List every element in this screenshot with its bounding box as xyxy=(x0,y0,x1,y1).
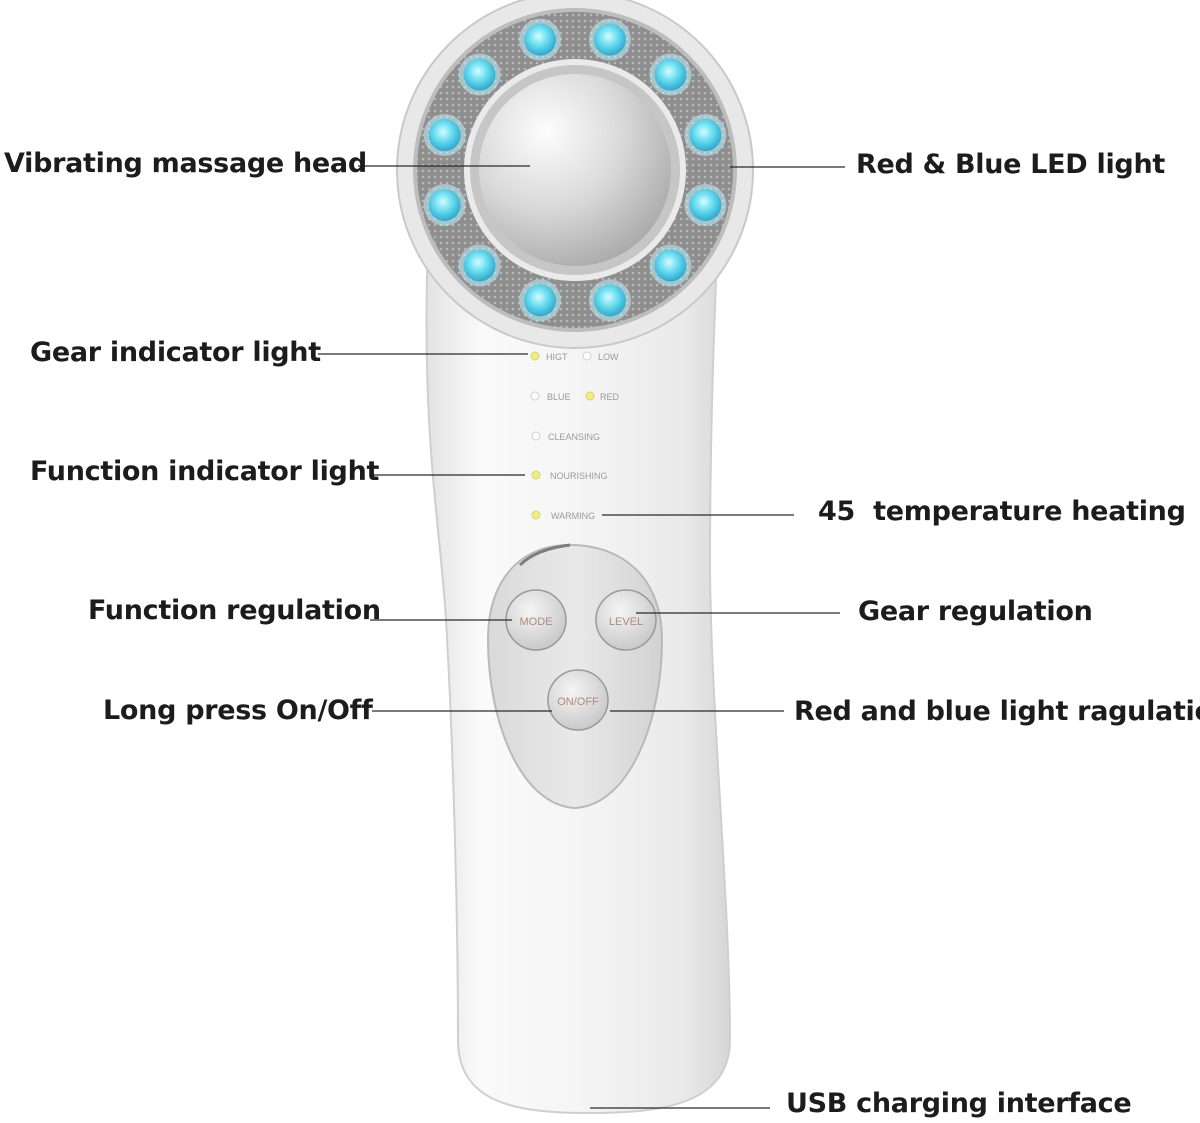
led-light xyxy=(593,284,626,317)
indicator-label-low: LOW xyxy=(598,352,619,362)
indicator-label-nourishing: NOURISHING xyxy=(550,471,608,481)
callout-long-press: Long press On/Off xyxy=(103,695,373,726)
led-light xyxy=(689,119,722,152)
led-light xyxy=(463,249,496,282)
callout-red-blue-regulation: Red and blue light ragulation xyxy=(794,696,1200,727)
led-light xyxy=(428,119,461,152)
callout-vibrating-head: Vibrating massage head xyxy=(4,148,367,179)
onoff-button-label: ON/OFF xyxy=(557,696,599,708)
indicator-label-blue: BLUE xyxy=(547,392,571,402)
callout-gear-indicator: Gear indicator light xyxy=(30,337,321,368)
level-button-label: LEVEL xyxy=(609,616,643,628)
led-light xyxy=(524,23,557,56)
callout-led-light: Red & Blue LED light xyxy=(856,149,1165,180)
led-light xyxy=(593,23,626,56)
indicator-dot-nourishing xyxy=(531,470,541,480)
callout-temperature: 45 temperature heating xyxy=(818,496,1186,527)
callout-function-regulation: Function regulation xyxy=(88,595,381,626)
led-light xyxy=(428,188,461,221)
led-light xyxy=(689,188,722,221)
indicator-dot-red xyxy=(585,391,595,401)
indicator-label-cleansing: CLEANSING xyxy=(548,432,600,442)
callout-gear-regulation: Gear regulation xyxy=(858,596,1093,627)
leader-lines xyxy=(318,165,845,1109)
indicator-dot-low xyxy=(582,351,592,361)
indicator-dot-blue xyxy=(530,391,540,401)
led-light xyxy=(463,58,496,91)
led-light xyxy=(524,284,557,317)
indicator-label-warming: WARMING xyxy=(551,511,595,521)
callout-function-indicator: Function indicator light xyxy=(30,456,380,487)
indicator-label-higt: HIGT xyxy=(546,352,568,362)
callout-usb: USB charging interface xyxy=(786,1088,1132,1119)
level-button xyxy=(595,589,657,651)
mode-button-label: MODE xyxy=(520,616,553,628)
led-light xyxy=(654,249,687,282)
led-light xyxy=(654,58,687,91)
indicator-dot-warming xyxy=(531,510,541,520)
led-lights xyxy=(423,18,727,322)
indicator-dot-higt xyxy=(530,351,540,361)
indicator-dot-cleansing xyxy=(531,431,541,441)
onoff-button xyxy=(547,669,609,731)
indicator-label-red: RED xyxy=(600,392,620,402)
vibrating-head xyxy=(479,74,671,266)
